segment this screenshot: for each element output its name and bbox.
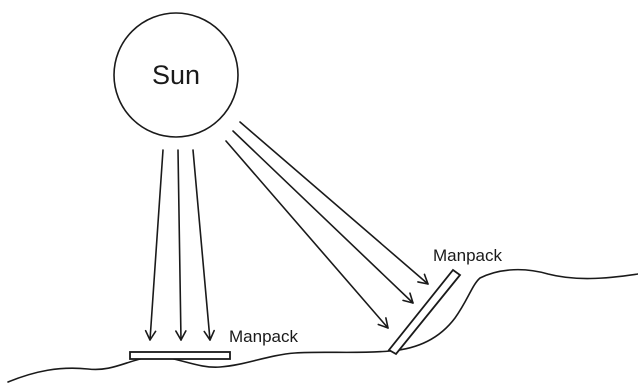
tilted-panel-rect [387,268,462,356]
sun: Sun [113,12,239,138]
ground-line [7,268,638,383]
sun-circle [113,12,239,138]
flat-panel-label: Manpack [229,327,298,346]
angled-rays [225,121,429,329]
flat-panel-rect [129,351,231,360]
sun-ray-arrow [175,149,187,341]
vertical-rays [144,149,215,341]
sun-ray-arrow [232,130,414,304]
tilted-manpack-panel: Manpack [387,246,502,356]
sun-label: Sun [152,60,200,90]
sun-ray-arrow [225,140,389,329]
sun-ray-arrow [239,121,429,285]
sun-ray-arrow [192,149,215,341]
flat-manpack-panel: Manpack [129,327,298,360]
tilted-panel-label: Manpack [433,246,502,265]
sun-ray-arrow [144,149,164,341]
